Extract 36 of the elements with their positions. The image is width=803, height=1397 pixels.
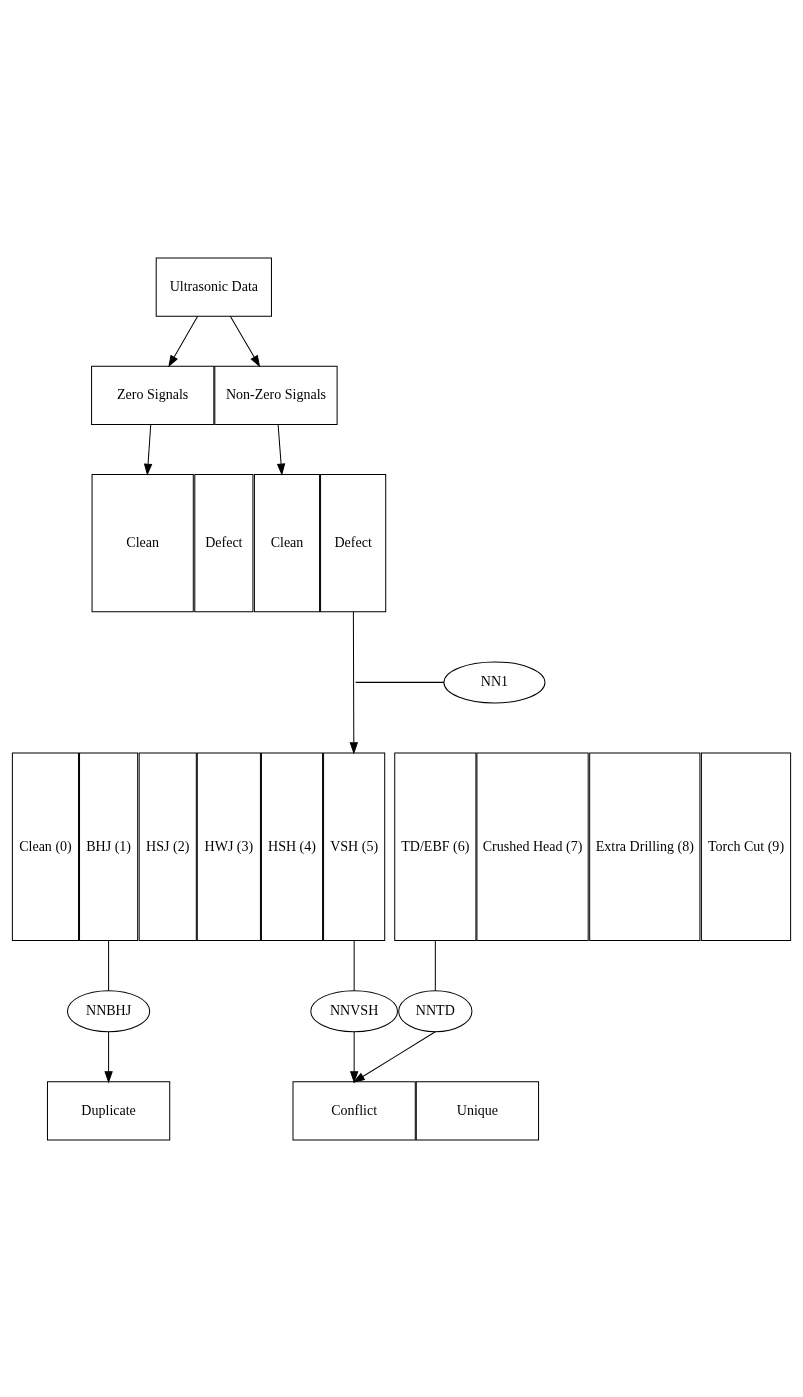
node-box: Clean [253,473,321,612]
node-box: Defect [320,473,387,612]
arrow [277,423,286,475]
node-box: Defect [194,473,254,612]
node-box: Zero Signals [91,365,215,425]
node-box: Unique [415,1080,540,1140]
arrow [168,315,199,366]
node-ellipse: NNTD [398,989,473,1032]
arrow [350,1030,359,1082]
node-box: Duplicate [46,1080,171,1140]
node-ellipse: NN1 [443,660,546,703]
node-box: Clean [91,473,194,612]
node-box: BHJ (1) [79,752,139,941]
node-box: HWJ (3) [196,752,261,941]
node-box: Ultrasonic Data [155,257,272,317]
node-box: Clean (0) [11,752,80,941]
arrow [353,1030,436,1082]
connector [434,939,436,991]
node-ellipse: NNBHJ [67,989,151,1032]
arrow [144,423,153,475]
node-box: HSJ (2) [138,752,197,941]
node-box: Crushed Head (7) [476,752,589,941]
connector [353,939,355,991]
node-box: Conflict [292,1080,416,1140]
node-box: HSH (4) [260,752,324,941]
node-box: Extra Drilling (8) [589,752,701,941]
node-box: Non-Zero Signals [214,365,338,425]
node-box: VSH (5) [323,752,386,941]
arrow [349,611,358,753]
arrow [104,1030,113,1082]
connector [355,681,445,683]
node-box: TD/EBF (6) [394,752,477,941]
connector [108,939,110,991]
arrow [229,315,260,366]
node-box: Torch Cut (9) [700,752,792,941]
node-ellipse: NNVSH [310,989,398,1032]
